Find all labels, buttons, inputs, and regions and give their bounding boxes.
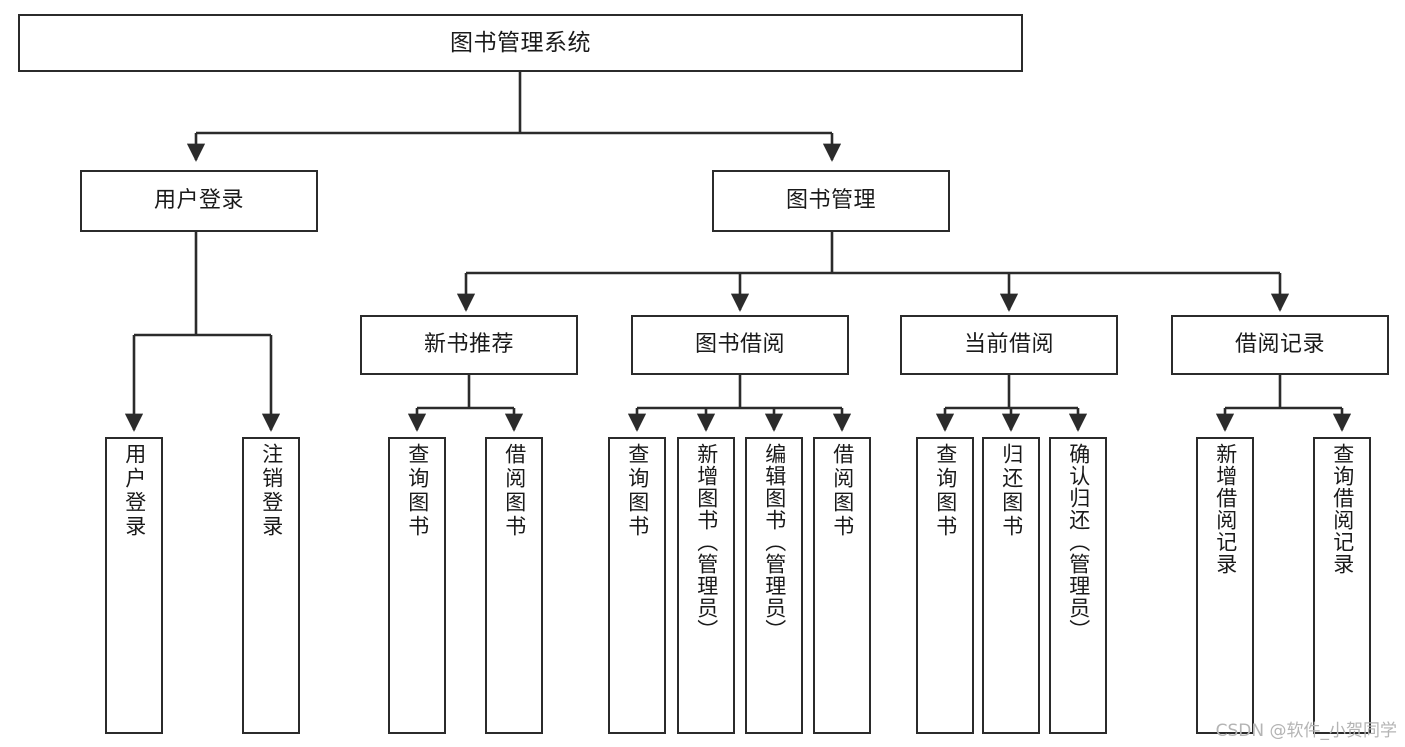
node-book-borrow[interactable]: 图书借阅 bbox=[631, 315, 849, 375]
leaf-current-return-book[interactable]: 归还图书 bbox=[982, 437, 1040, 734]
leaf-borrow-borrow-book[interactable]: 借阅图书 bbox=[813, 437, 871, 734]
node-label: 新增图书（管理员） bbox=[694, 443, 719, 641]
node-label: 借阅图书 bbox=[502, 443, 527, 539]
leaf-borrow-add-book-admin[interactable]: 新增图书（管理员） bbox=[677, 437, 735, 734]
node-label: 查询图书 bbox=[405, 443, 430, 539]
node-label: 归还图书 bbox=[999, 443, 1024, 539]
watermark-text: CSDN @软件_小贺同学 bbox=[1215, 721, 1397, 741]
node-label: 当前借阅 bbox=[963, 332, 1054, 358]
node-label: 新书推荐 bbox=[423, 332, 514, 358]
node-current-borrow[interactable]: 当前借阅 bbox=[900, 315, 1118, 375]
node-label: 借阅图书 bbox=[830, 443, 855, 539]
node-label: 用户登录 bbox=[122, 443, 147, 539]
node-label: 图书管理 bbox=[785, 188, 876, 214]
node-label: 图书借阅 bbox=[694, 332, 785, 358]
leaf-user-login-signout[interactable]: 注销登录 bbox=[242, 437, 300, 734]
node-borrow-record[interactable]: 借阅记录 bbox=[1171, 315, 1389, 375]
node-label: 借阅记录 bbox=[1234, 332, 1325, 358]
leaf-borrow-query-book[interactable]: 查询图书 bbox=[608, 437, 666, 734]
node-label: 注销登录 bbox=[259, 443, 284, 539]
node-book-management[interactable]: 图书管理 bbox=[712, 170, 950, 232]
leaf-new-book-query[interactable]: 查询图书 bbox=[388, 437, 446, 734]
node-label: 查询图书 bbox=[933, 443, 958, 539]
leaf-current-confirm-return-admin[interactable]: 确认归还（管理员） bbox=[1049, 437, 1107, 734]
node-label: 用户登录 bbox=[153, 188, 244, 214]
leaf-new-book-borrow[interactable]: 借阅图书 bbox=[485, 437, 543, 734]
leaf-user-login-signin[interactable]: 用户登录 bbox=[105, 437, 163, 734]
node-label: 图书管理系统 bbox=[450, 29, 591, 56]
leaf-record-add-record[interactable]: 新增借阅记录 bbox=[1196, 437, 1254, 734]
node-label: 确认归还（管理员） bbox=[1066, 443, 1091, 641]
node-label: 查询图书 bbox=[625, 443, 650, 539]
leaf-current-query-book[interactable]: 查询图书 bbox=[916, 437, 974, 734]
leaf-record-query-record[interactable]: 查询借阅记录 bbox=[1313, 437, 1371, 734]
node-new-book-recommend[interactable]: 新书推荐 bbox=[360, 315, 578, 375]
node-user-login[interactable]: 用户登录 bbox=[80, 170, 318, 232]
node-root-system[interactable]: 图书管理系统 bbox=[18, 14, 1023, 72]
node-label: 查询借阅记录 bbox=[1330, 443, 1355, 575]
node-label: 编辑图书（管理员） bbox=[762, 443, 787, 641]
node-label: 新增借阅记录 bbox=[1213, 443, 1238, 575]
leaf-borrow-edit-book-admin[interactable]: 编辑图书（管理员） bbox=[745, 437, 803, 734]
